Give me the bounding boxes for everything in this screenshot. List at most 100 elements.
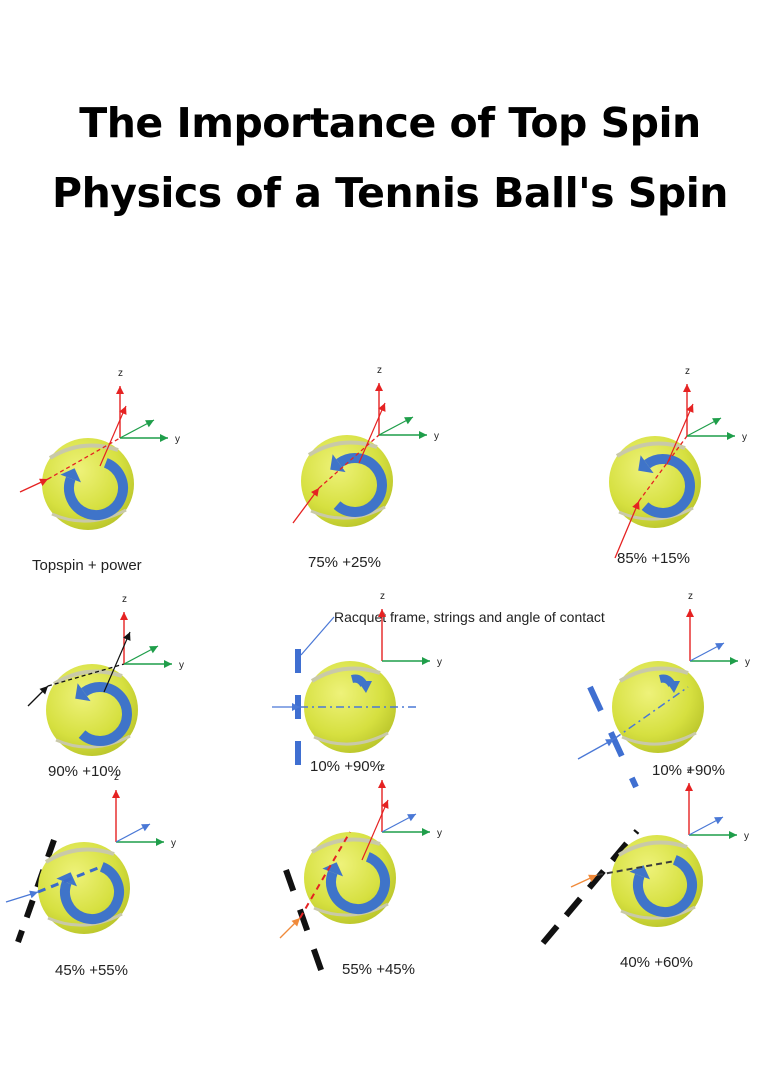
impact-line [37,866,99,894]
panel-caption: 45% +55% [55,962,128,979]
y-axis-label: y [179,660,184,671]
panel-caption: 10% +90% [652,762,725,779]
x-axis-head [407,814,416,822]
incoming-path-arrow-head [311,488,319,497]
y-axis-label: y [171,838,176,849]
ball-seam [620,905,696,920]
spin-arrow [641,454,695,518]
tennis-ball [612,661,704,753]
z-axis-head [683,384,691,392]
spin-arrow [633,855,697,917]
y-axis-head [729,831,737,839]
y-axis-head [422,657,430,665]
x-axis-head [712,418,721,426]
z-axis-label: z [122,594,127,605]
y-axis-head [730,657,738,665]
y-axis-head [727,432,735,440]
impact-line [318,434,380,489]
spin-panel: z y 45% +55% [5,772,176,979]
incoming-path-arrow-head [292,703,300,711]
resultant-arrow-head [381,800,389,809]
incoming-path-arrow-head [39,478,48,486]
ball-seam [51,508,127,523]
z-axis-head [120,612,128,620]
y-axis-label: y [745,657,750,668]
ball-seam [313,902,389,917]
resultant-arrow [666,403,694,465]
spin-arrow [64,458,128,520]
y-axis-label: y [437,828,442,839]
spin-arrow-head [322,862,344,877]
y-axis-head [422,828,430,836]
resultant-arrow-head [378,403,386,412]
spin-arrow [326,852,390,914]
incoming-path-arrow-head [291,918,300,927]
incoming-path-arrow-head [29,890,38,899]
z-axis-label: z [118,368,123,379]
annotation-pointer [300,616,335,656]
ball-seam [617,840,688,857]
spin-panel: z y 85% +15% [609,366,747,567]
spin-arrow-head [629,865,651,880]
spin-arrow-head [75,683,91,702]
resultant-arrow [358,402,386,464]
ball-seam [48,443,119,460]
x-axis-head [149,646,158,654]
ball-seam [52,669,123,686]
x-axis-head [715,643,724,651]
incoming-path-arrow [614,500,640,559]
panel-caption: 85% +15% [617,550,690,567]
incoming-path-arrow-head [39,686,48,695]
panel-caption: 90% +10% [48,763,121,780]
spin-arrow-head [666,681,680,693]
ball-seam [307,440,378,457]
z-axis-label: z [688,591,693,602]
panel-caption: 75% +25% [308,554,381,571]
spin-panel: z y 75% +25% [292,365,439,571]
z-axis-label: z [685,366,690,377]
x-axis-head [145,420,154,428]
z-axis-head [378,609,386,617]
impact-line [47,663,125,687]
y-axis-head [164,660,172,668]
spin-arrow [60,862,124,924]
spin-panel: z y 10% +90% [577,591,750,789]
ball-seam [44,847,115,864]
y-axis-head [419,431,427,439]
ball-seam [615,441,686,458]
incoming-path-arrow-head [605,739,614,747]
ball-seam [310,505,386,520]
resultant-arrow-head [123,632,131,641]
z-axis-label: z [380,591,385,602]
racquet-frame [587,685,639,789]
ball-seam [55,734,131,749]
panel-caption: Topspin + power [32,557,142,574]
y-axis-label: y [744,831,749,842]
impact-line [299,831,351,919]
z-axis-head [378,780,386,788]
z-axis-label: z [380,762,385,773]
x-axis-head [404,417,413,425]
panel-caption: 40% +60% [620,954,693,971]
spin-arrow-head [358,681,372,693]
y-axis-head [160,434,168,442]
z-axis-label: z [114,772,119,783]
z-axis-head [112,790,120,798]
resultant-arrow [99,405,127,467]
y-axis-label: y [434,431,439,442]
y-axis-label: y [742,432,747,443]
spin-arrow [78,682,132,746]
x-axis-head [714,817,723,825]
panel-caption: 55% +45% [342,961,415,978]
impact-line [613,686,689,740]
z-axis-head [685,783,693,791]
resultant-arrow [361,799,389,861]
z-axis-head [116,386,124,394]
y-axis-head [156,838,164,846]
incoming-path-arrow-head [588,874,597,882]
y-axis-label: y [175,434,180,445]
z-axis-label: z [377,365,382,376]
impact-line [596,860,676,876]
spin-panel: z y 55% +45% [279,762,442,985]
